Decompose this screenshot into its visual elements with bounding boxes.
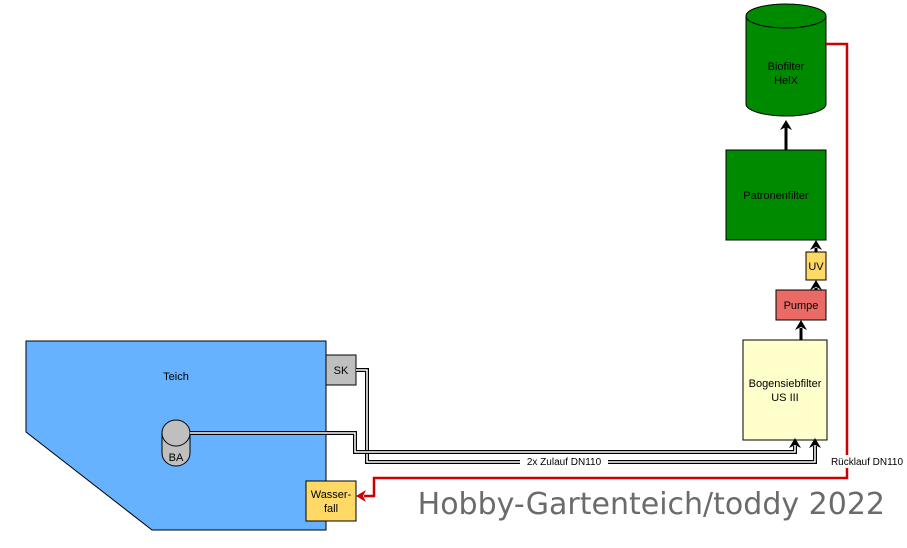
uv-node: UV: [805, 251, 827, 281]
ba-cylinder-top: [161, 419, 191, 447]
wasserfall-node: Wasser- fall: [305, 480, 357, 522]
patronenfilter-label: Patronenfilter: [743, 190, 809, 202]
ruecklauf-arrowhead: [356, 490, 366, 502]
zulauf-ba-arrowhead: [789, 438, 801, 448]
uv-label: UV: [808, 261, 824, 273]
wasserfall-label-line1: Wasser-: [311, 489, 352, 501]
sk-node: SK: [325, 354, 357, 386]
watermark-text: Hobby-Gartenteich/toddy 2022: [418, 487, 885, 522]
patronenfilter-box: [725, 149, 827, 241]
pumpe-label: Pumpe: [784, 300, 819, 312]
bogensiebfilter-label-line2: US III: [771, 392, 799, 404]
sk-label: SK: [334, 365, 349, 377]
zulauf-label: 2x Zulauf DN110: [527, 457, 602, 468]
patronenfilter-node: Patronenfilter: [725, 149, 827, 241]
bogensiebfilter-node: Bogensiebfilter US III: [742, 339, 828, 441]
biofilter-cylinder-top: [745, 3, 827, 29]
wasserfall-box: [305, 480, 357, 522]
bogensiebfilter-label-line1: Bogensiebfilter: [749, 378, 822, 390]
biofilter-cylinder: [745, 16, 827, 117]
sk-box: [325, 354, 357, 386]
wasserfall-label-line2: fall: [324, 503, 338, 515]
biofilter-node: Biofilter HelX: [745, 3, 827, 117]
bogensiebfilter-box: [742, 339, 828, 441]
biofilter-label-line1: Biofilter: [768, 61, 805, 73]
zulauf-sk-pipe: [356, 368, 821, 464]
pumpe-box: [775, 289, 827, 321]
ruecklauf-line: [364, 42, 849, 498]
zulauf-sk-arrowhead: [809, 438, 821, 448]
filter-chain-arrows: [780, 120, 822, 340]
ruecklauf-label: Rücklauf DN110: [831, 457, 904, 468]
teich-label: Teich: [163, 371, 189, 383]
pumpe-node: Pumpe: [775, 289, 827, 321]
biofilter-label-line2: HelX: [774, 75, 799, 87]
ba-node: BA: [161, 419, 191, 467]
ruecklauf-pipe: [356, 42, 849, 502]
ba-label: BA: [169, 452, 184, 464]
zulauf-ba-pipe: [190, 431, 801, 454]
